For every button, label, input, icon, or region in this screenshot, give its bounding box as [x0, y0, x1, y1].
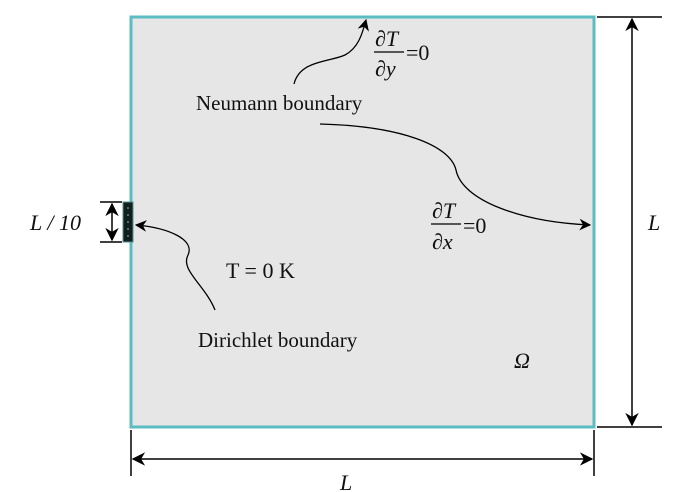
patch-dots	[127, 207, 129, 237]
top-condition: ∂T ∂y =0	[374, 26, 429, 81]
width-label: L	[339, 470, 352, 492]
right-condition: ∂T ∂x =0	[431, 198, 486, 254]
height-label: L	[647, 210, 660, 235]
patch-size-label: L / 10	[29, 210, 81, 235]
domain-symbol: Ω	[514, 348, 530, 373]
neumann-right-arrow	[319, 123, 592, 231]
svg-text:∂T: ∂T	[375, 26, 400, 51]
domain-square	[129, 15, 596, 429]
dirichlet-arrow	[134, 220, 216, 311]
neumann-top-arrow	[293, 18, 369, 85]
svg-text:=0: =0	[406, 40, 429, 65]
neumann-label: Neumann boundary	[196, 91, 363, 115]
dirichlet-condition: T = 0 K	[226, 258, 295, 283]
width-dimension	[130, 430, 595, 476]
height-dimension	[597, 16, 662, 428]
svg-text:∂y: ∂y	[375, 56, 396, 81]
dirichlet-label: Dirichlet boundary	[198, 328, 358, 352]
patch-dimension	[100, 201, 122, 243]
svg-text:∂T: ∂T	[432, 198, 457, 223]
svg-text:=0: =0	[463, 213, 486, 238]
svg-text:∂x: ∂x	[432, 229, 453, 254]
